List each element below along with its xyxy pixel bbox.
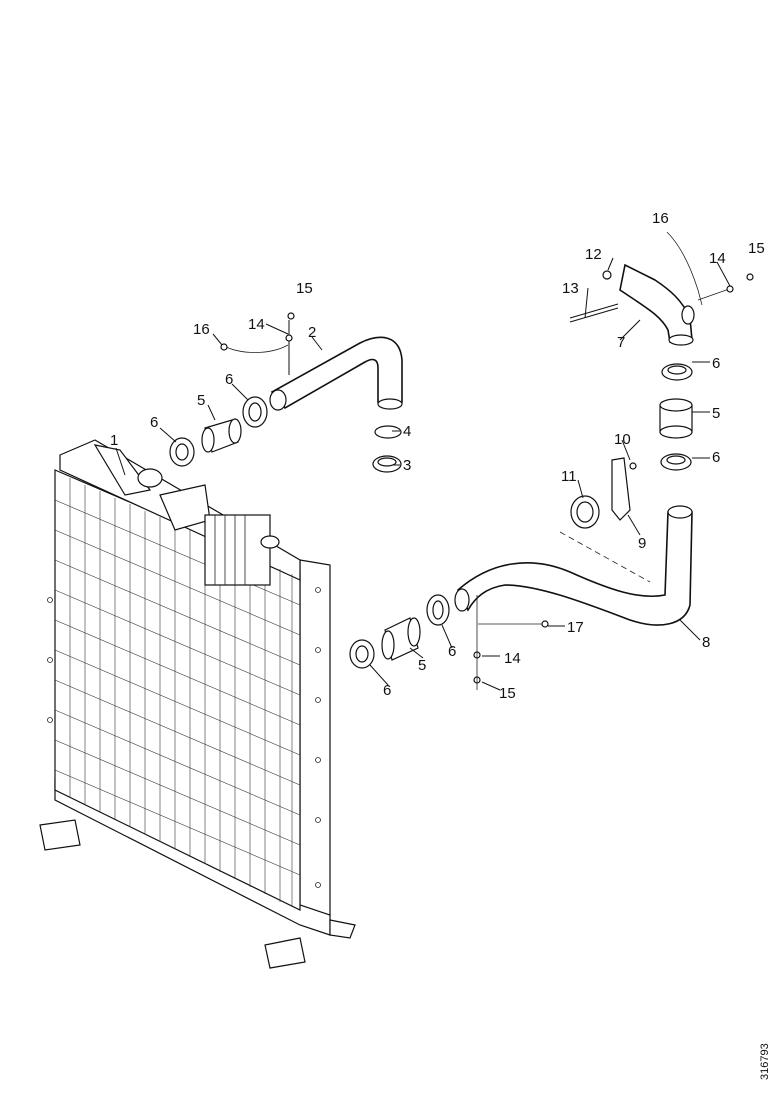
reference-number: 316793 [759,1043,771,1080]
callout-17: 17 [567,619,584,636]
callout-6-lower-left: 6 [383,682,391,699]
callout-6-upper-a: 6 [225,371,233,388]
callout-8: 8 [702,634,710,651]
callout-14-lower: 14 [504,650,521,667]
elbow-7 [619,263,693,343]
callout-14-upper-left: 14 [248,316,265,333]
lower-pipe-group [349,457,693,690]
callout-11: 11 [561,468,577,485]
callout-14-upper-right: 14 [709,250,726,267]
radiator-assembly [39,439,356,969]
callout-5-upper: 5 [197,392,205,409]
callout-10: 10 [614,431,631,448]
callout-15-lower: 15 [499,685,516,702]
callout-2: 2 [308,324,316,341]
callout-3: 3 [403,457,411,474]
callout-9: 9 [638,535,646,552]
callout-5-lower: 5 [418,657,426,674]
callout-7: 7 [617,334,625,351]
callout-4: 4 [403,423,411,440]
callout-12: 12 [585,246,602,263]
callout-13: 13 [562,280,579,297]
leader-lines [115,257,731,691]
callout-1: 1 [110,432,118,449]
callout-6-upper-b: 6 [150,414,158,431]
pipe-2 [270,336,403,410]
callout-6-right-top: 6 [712,355,720,372]
callout-16-left: 16 [193,321,210,338]
pipe-8 [457,511,693,626]
radiator-core-grid [54,478,301,907]
callout-6-lower-right: 6 [448,643,456,660]
callout-5-right: 5 [712,405,720,422]
upper-hose-group [169,312,403,473]
sensor-cable-16 [221,344,289,353]
upper-right-group [569,231,754,471]
callout-6-right-mid: 6 [712,449,720,466]
o-ring-4 [374,425,402,439]
bracket-9 [611,457,631,521]
callout-16-right: 16 [652,210,669,227]
callout-15-upper-left: 15 [296,280,313,297]
callout-labels: 1 2 3 4 5 5 5 6 6 6 6 6 6 7 8 9 10 11 12… [110,210,765,702]
callout-15-upper-right: 15 [748,240,765,257]
